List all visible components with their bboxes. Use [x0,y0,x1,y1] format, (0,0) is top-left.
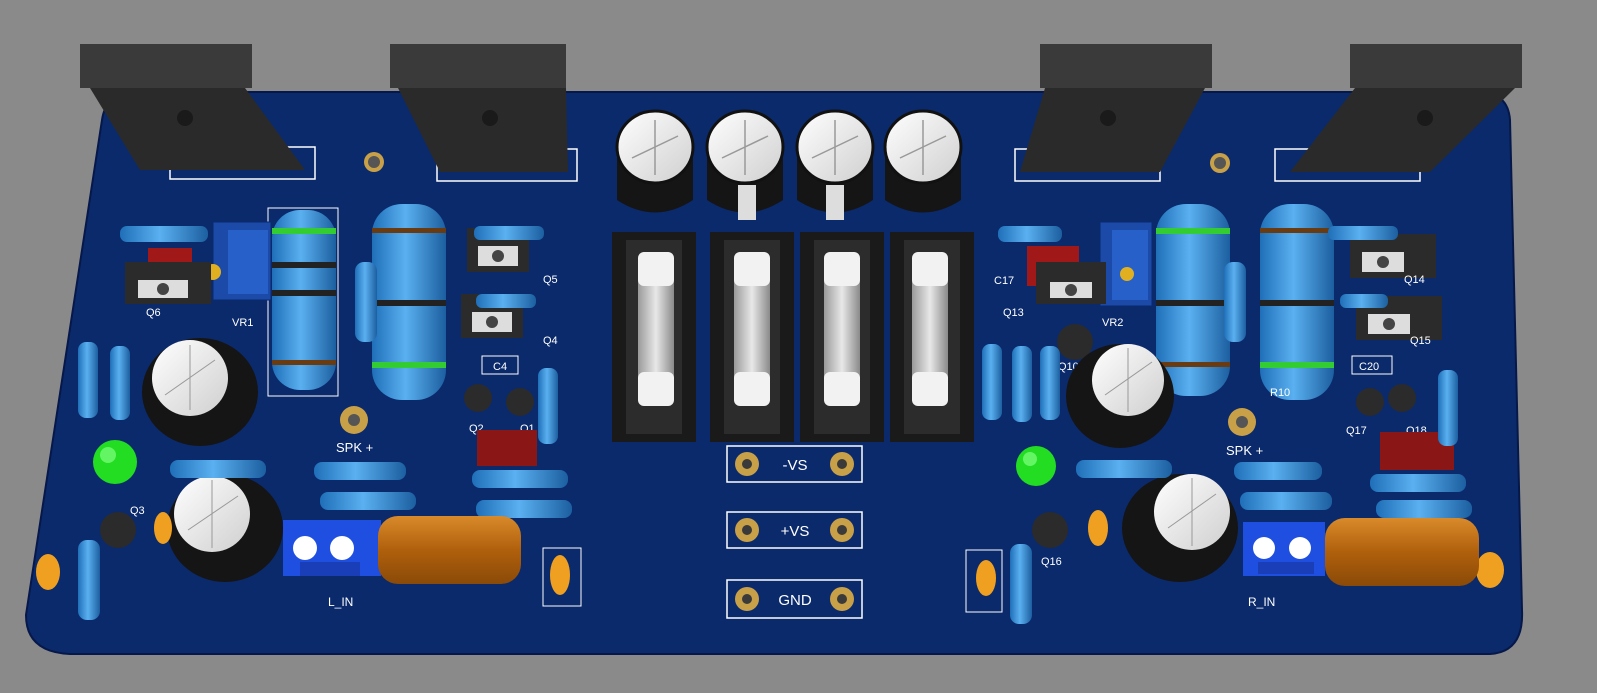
to-247-package-icon [80,44,316,180]
label-q16: Q16 [1041,556,1062,568]
label-r-in: R_IN [1248,595,1275,609]
label-vs-plus: +VS [781,523,810,540]
led-icon [1016,446,1056,486]
screw-terminal-icon [1243,522,1325,576]
label-vs-minus: -VS [782,457,807,474]
power-connector-gnd: GND [726,579,863,619]
label-spk-left: SPK + [336,440,373,455]
label-c4: C4 [493,361,507,373]
label-q5: Q5 [543,274,558,286]
label-vr1: VR1 [232,317,253,329]
film-capacitor [1325,518,1479,586]
resistor-icon [372,204,446,400]
electrolytic-capacitor-icon [795,109,875,220]
trimmer-potentiometer-icon [205,221,272,301]
transistor-q6 [125,262,211,304]
label-q17: Q17 [1346,425,1367,437]
mounting-holes [364,152,1230,173]
to-247-package-icon [1014,44,1212,182]
electrolytic-capacitor-icon [142,338,258,446]
electrolytic-capacitor-icon [615,109,695,213]
label-c17: C17 [994,275,1014,287]
label-c20: C20 [1359,361,1379,373]
to-247-package-icon [1274,44,1522,182]
resistor-icon [78,226,572,620]
electrolytic-capacitor-icon [1122,474,1238,582]
left-channel: VR1 Q6 Q5 Q4 C4 Q2 Q1 [36,204,582,620]
fuse-holders [612,232,974,442]
label-q4: Q4 [543,335,558,347]
glass-fuse-icon [800,232,884,442]
led-icon [93,440,137,484]
trimmer-potentiometer-icon [1099,221,1153,307]
filter-capacitors [615,109,963,220]
electrolytic-capacitor-icon [705,109,785,220]
glass-fuse-icon [612,232,696,442]
film-capacitor [378,516,521,584]
label-q3: Q3 [130,505,145,517]
label-vr2: VR2 [1102,317,1123,329]
label-l-in: L_IN [328,595,353,609]
resistor-icon [1156,204,1230,396]
label-gnd: GND [778,592,812,609]
electrolytic-capacitor-icon [883,109,963,213]
electrolytic-capacitor-icon [1066,344,1174,448]
transistor-q13 [1036,262,1106,304]
transistor-q15 [1356,296,1442,340]
label-q14: Q14 [1404,274,1425,286]
glass-fuse-icon [710,232,794,442]
right-channel: R10 VR2 C17 Q13 Q14 Q15 C20 Q17 Q18 [965,204,1504,624]
transistor-q14 [1350,234,1436,278]
label-q6: Q6 [146,307,161,319]
power-connector-vs-plus: +VS [726,511,863,549]
power-connector-vs-minus: -VS [726,445,863,483]
electrolytic-capacitor-icon [167,474,283,582]
label-r10: R10 [1270,387,1290,399]
resistor-icon [982,226,1472,624]
glass-fuse-icon [890,232,974,442]
label-q13: Q13 [1003,307,1024,319]
label-spk-right: SPK + [1226,443,1263,458]
power-transistor-group [80,44,1522,182]
resistor-icon [267,207,339,397]
screw-terminal-icon [283,520,381,576]
to-247-package-icon [390,44,578,182]
label-q15: Q15 [1410,335,1431,347]
resistor-icon [1260,204,1334,400]
